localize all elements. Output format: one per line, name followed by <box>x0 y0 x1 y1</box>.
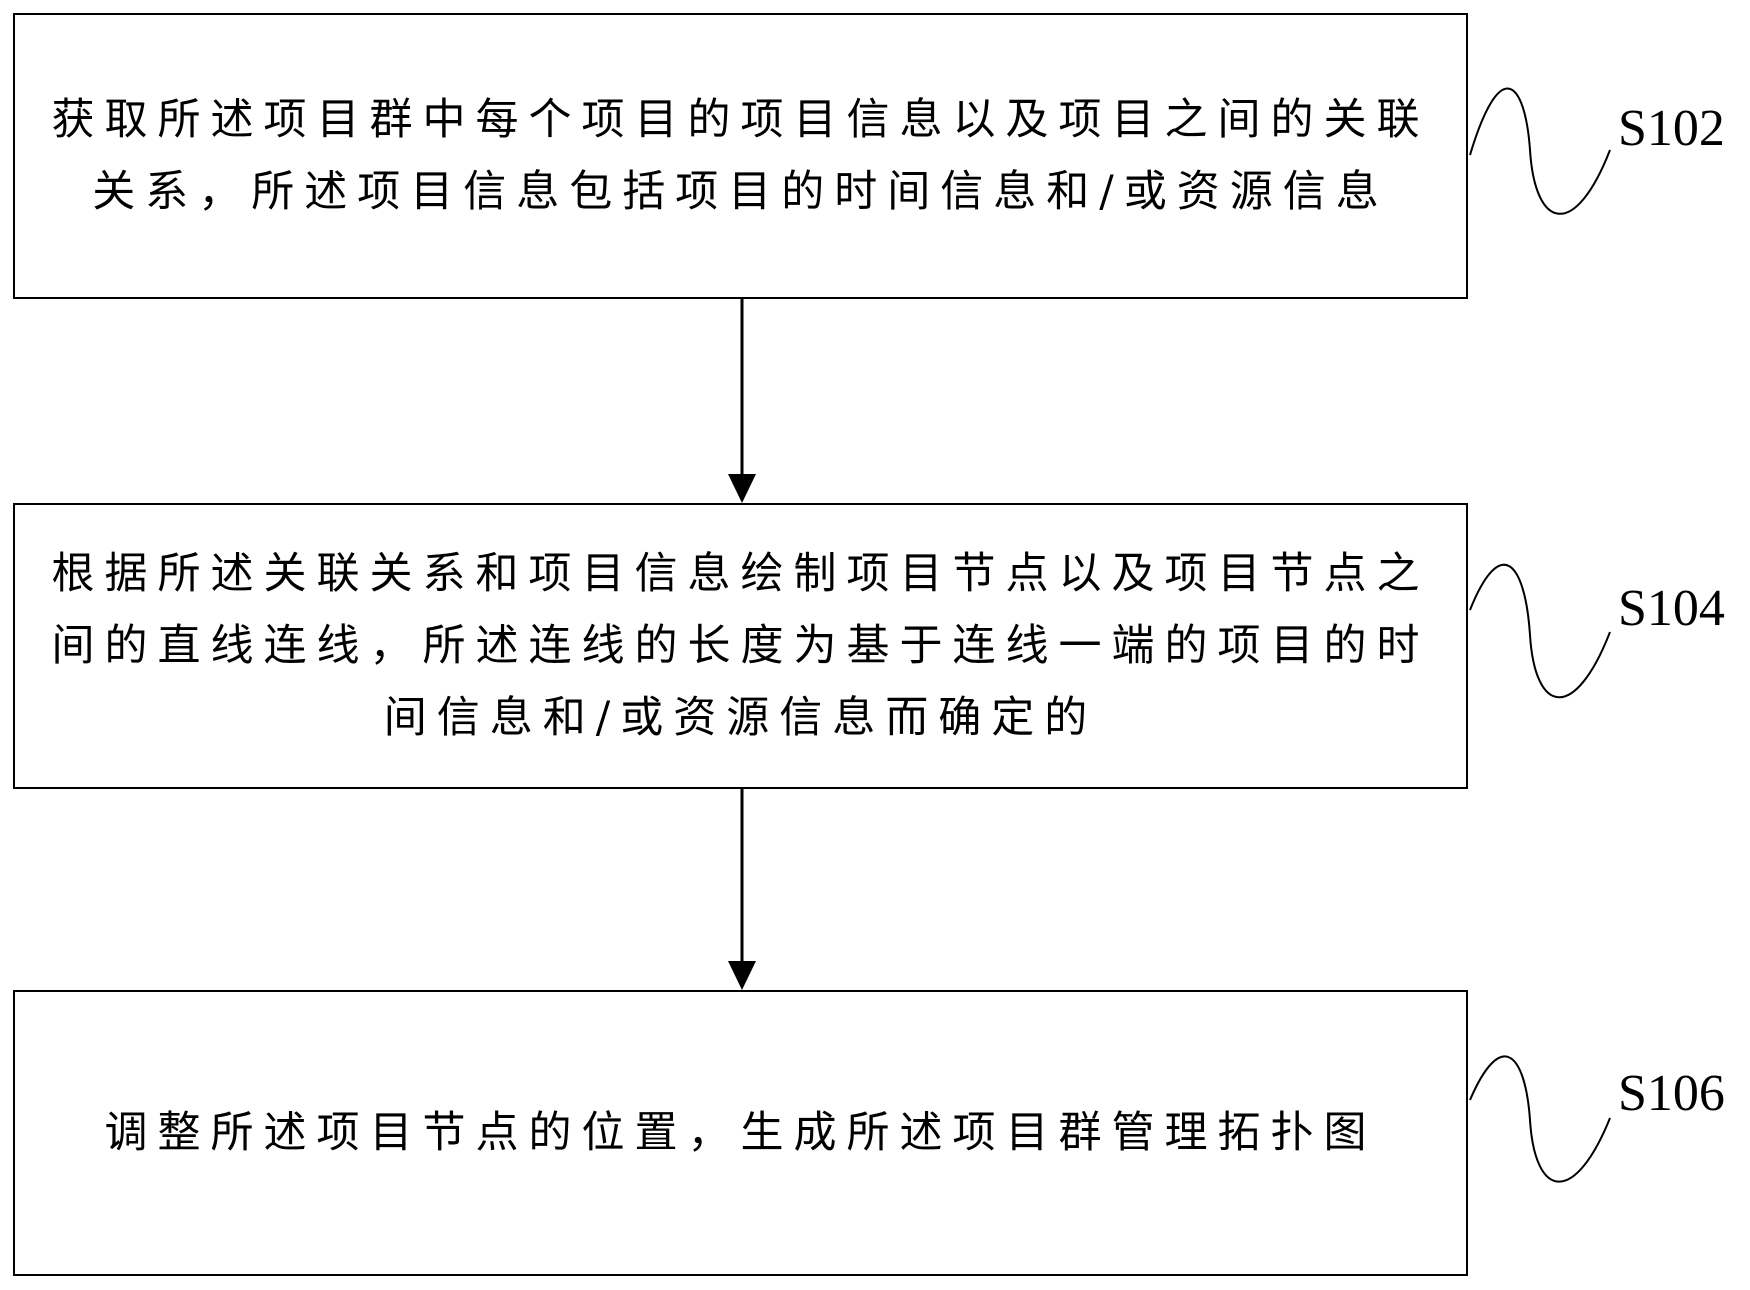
step-label-s106: S106 <box>1618 1068 1725 1120</box>
leader-line-s104 <box>1470 565 1610 698</box>
step-label-s102: S102 <box>1618 103 1725 155</box>
arrow-s102-to-s104 <box>728 299 756 503</box>
step-label-s104: S104 <box>1618 583 1725 635</box>
leader-line-s106 <box>1470 1056 1610 1181</box>
leader-line-s102 <box>1470 89 1610 214</box>
arrow-s104-to-s106 <box>728 789 756 990</box>
